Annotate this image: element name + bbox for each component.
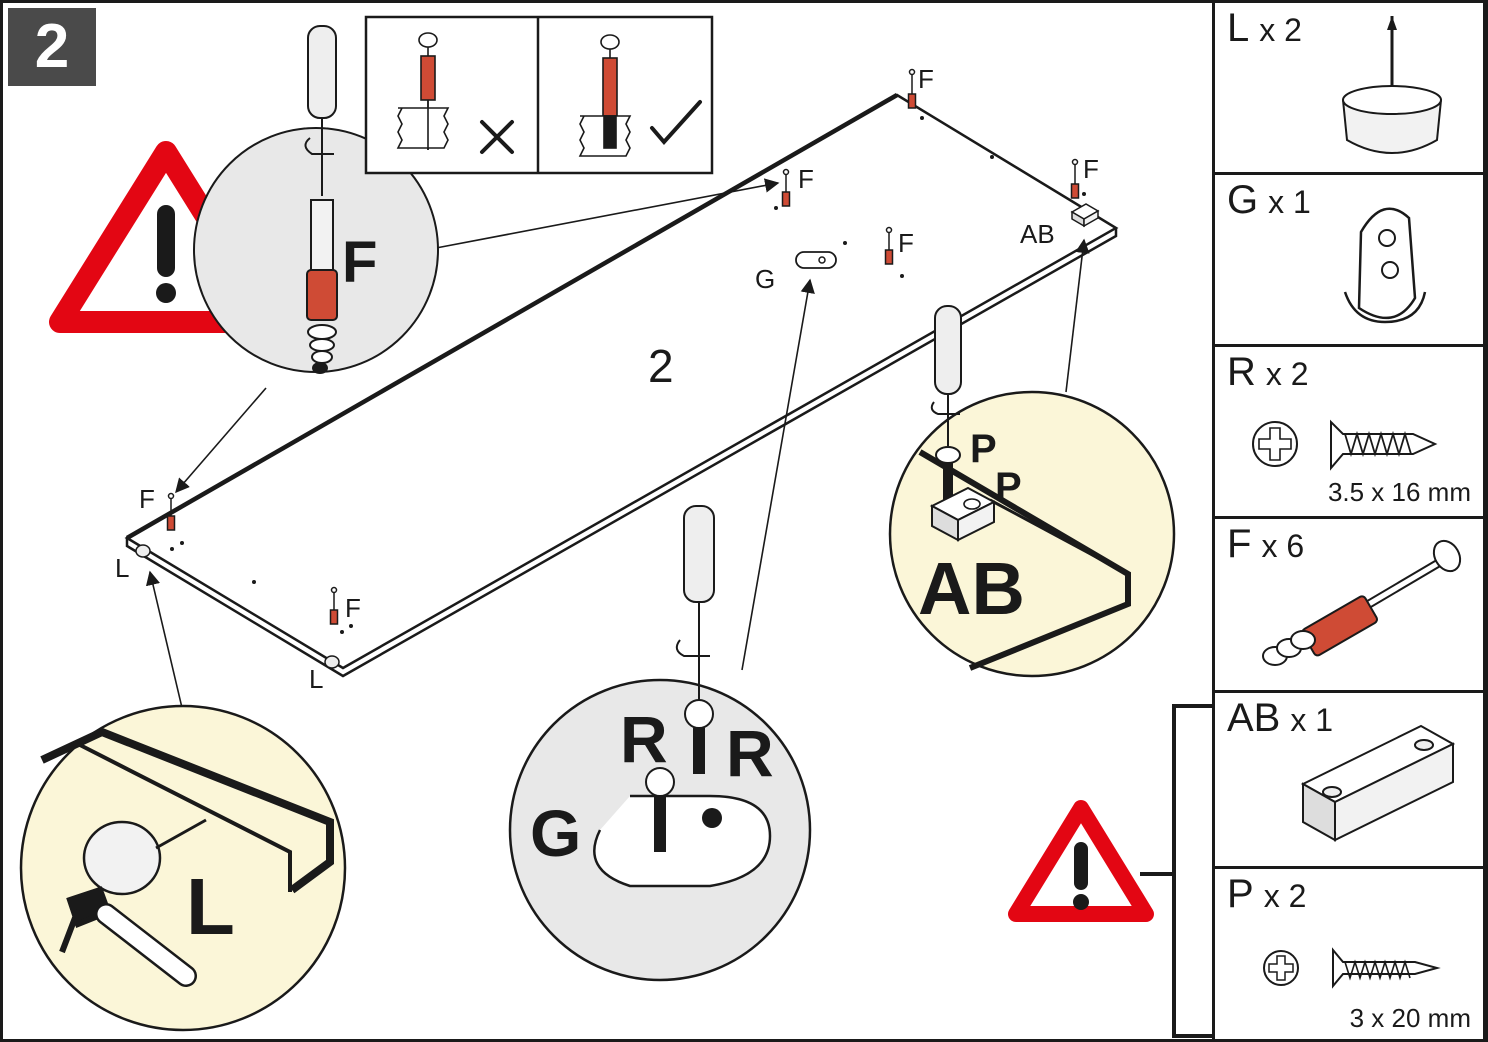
board-labels: F F F F F F G AB L L 2	[115, 64, 1099, 694]
board-rod-holder	[795, 251, 837, 269]
detail-letter-ab: AB	[918, 547, 1025, 630]
wood-screw-icon	[1252, 419, 1438, 471]
rod-holder-icon	[1343, 207, 1427, 324]
part-dim-p: 3 x 20 mm	[1349, 1003, 1471, 1033]
label-l-bottom: L	[309, 664, 323, 694]
detail-letter-g: G	[530, 796, 581, 870]
label-f-center: F	[898, 228, 914, 258]
callout-letter-f: F	[342, 230, 377, 295]
cam-dowel-icon	[1262, 539, 1462, 666]
block-detail-callout: P P AB	[888, 305, 1176, 678]
glide-detail-callout: L	[19, 704, 347, 1032]
block-icon	[1300, 724, 1456, 842]
label-f-bottom: F	[345, 593, 361, 623]
panel-number: 2	[648, 340, 674, 392]
wood-screw-icon	[1263, 947, 1441, 989]
board-block	[1070, 203, 1100, 228]
label-ab: AB	[1020, 219, 1055, 249]
dowel-depth-inset	[364, 15, 714, 175]
detail-letter-r-left: R	[620, 702, 668, 776]
parts-bracket	[1140, 704, 1212, 1038]
label-f-mid: F	[798, 164, 814, 194]
label-f-top: F	[918, 64, 934, 94]
dowel-detail-callout: F	[193, 25, 439, 374]
board-glides	[135, 544, 340, 669]
part-dim-r: 3.5 x 16 mm	[1327, 477, 1471, 507]
label-g: G	[755, 264, 775, 294]
detail-letter-p-top: P	[970, 427, 997, 471]
detail-letter-r-right: R	[726, 716, 774, 790]
label-f-right: F	[1083, 154, 1099, 184]
step-number-badge: 2	[8, 8, 96, 86]
board-dowels	[166, 68, 1080, 625]
label-l-left: L	[115, 553, 129, 583]
detail-letter-p-mid: P	[995, 465, 1022, 509]
leader-arrows	[145, 178, 1090, 713]
board-panel	[124, 93, 1119, 678]
rod-holder-detail-callout: R R G	[508, 505, 812, 982]
furniture-glide-icon	[1341, 16, 1443, 154]
detail-letter-l: L	[186, 862, 235, 951]
warning-icon-small	[1008, 800, 1154, 922]
label-f-left: F	[139, 484, 155, 514]
